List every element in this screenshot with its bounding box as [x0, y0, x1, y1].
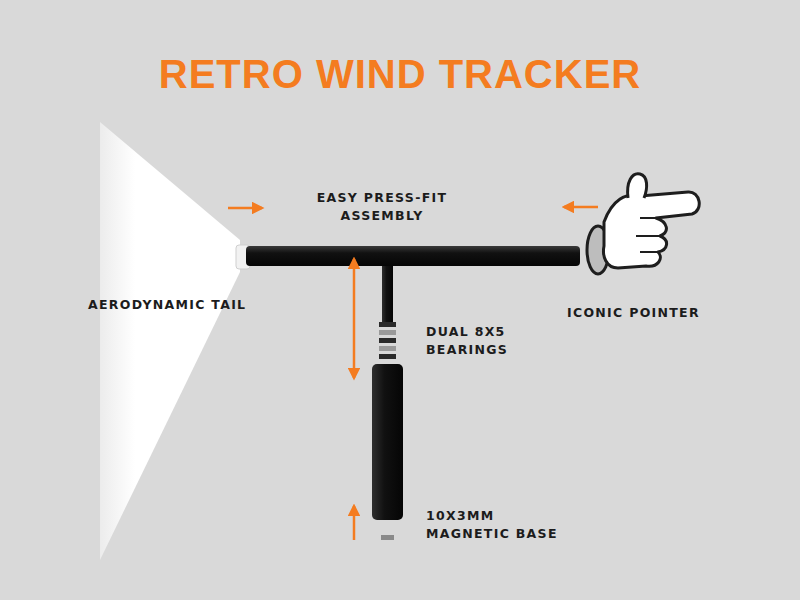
horizontal-rod [246, 246, 580, 266]
callout-arrow [564, 206, 598, 209]
dimension-arrow [353, 259, 356, 378]
pointer-hand [587, 174, 699, 274]
bearing-ring [379, 354, 396, 359]
bearing-ring [379, 330, 396, 335]
vertical-shaft [382, 266, 393, 322]
bearing-ring [379, 346, 396, 351]
magnet [381, 535, 394, 540]
bearing-ring [379, 322, 396, 327]
part-label: ICONIC POINTER [567, 304, 757, 322]
callout-arrow [353, 506, 356, 540]
magnetic-base [372, 364, 403, 520]
callout-arrow [228, 207, 262, 210]
bearings [379, 322, 396, 359]
part-label: DUAL 8X5 BEARINGS [426, 323, 544, 359]
bearing-ring [379, 338, 396, 343]
part-label: EASY PRESS-FIT ASSEMBLY [296, 189, 468, 225]
title: RETRO WIND TRACKER [0, 52, 800, 97]
part-label: 10X3MM MAGNETIC BASE [426, 507, 572, 543]
part-label: AERODYNAMIC TAIL [88, 296, 278, 314]
tail-fin [100, 122, 240, 560]
